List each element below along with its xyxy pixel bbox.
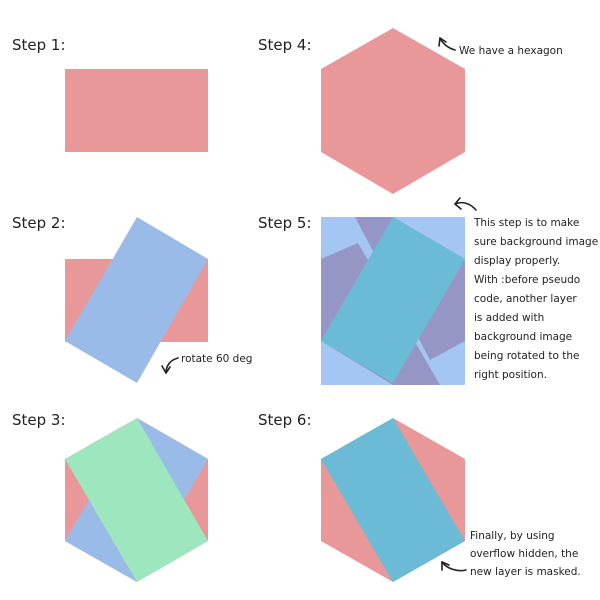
svg-text:is added with: is added with <box>474 312 544 324</box>
step-1-label: Step 1: <box>12 36 66 54</box>
svg-text:overflow hidden, the: overflow hidden, the <box>470 548 578 560</box>
step-5-note-arrow-icon <box>454 201 477 211</box>
hexagon-note: We have a hexagon <box>459 45 563 57</box>
svg-text:right position.: right position. <box>474 369 547 381</box>
svg-text:display properly.: display properly. <box>474 255 560 267</box>
svg-text:being rotated to the: being rotated to the <box>474 350 579 362</box>
step-6-note: Finally, by using overflow hidden, the n… <box>470 530 581 578</box>
step-4-hexagon <box>321 28 465 194</box>
svg-text:code, another layer: code, another layer <box>474 293 577 305</box>
svg-text:Finally, by using: Finally, by using <box>470 530 555 542</box>
step-6-label: Step 6: <box>258 411 312 429</box>
svg-text:With :before pseudo: With :before pseudo <box>474 274 580 286</box>
step-6-note-arrowhead-icon <box>441 561 450 571</box>
step-3-green-layer <box>65 418 208 582</box>
step-2-label: Step 2: <box>12 214 66 232</box>
step-3-label: Step 3: <box>12 411 66 429</box>
rotate-note-arrowhead-icon <box>161 365 171 374</box>
rotate-note-arrow-icon <box>165 357 179 374</box>
step-5-rotated-layer <box>321 217 465 383</box>
step-5-label: Step 5: <box>258 214 312 232</box>
step-1-rectangle <box>65 69 208 152</box>
svg-text:new layer is masked.: new layer is masked. <box>470 566 581 578</box>
step-5-note: This step is to make sure background ima… <box>473 217 598 381</box>
step-2-rotated-rectangle <box>65 217 208 383</box>
step-6-masked-layer <box>321 418 465 582</box>
svg-text:background image: background image <box>474 331 572 343</box>
step-6-note-arrow-icon <box>441 561 467 572</box>
svg-text:sure background image: sure background image <box>474 236 598 248</box>
step-5-note-arrowhead-icon <box>454 197 462 210</box>
hexagon-note-arrowhead-icon <box>438 37 447 47</box>
svg-text:This step is to make: This step is to make <box>473 217 579 229</box>
step-4-label: Step 4: <box>258 36 312 54</box>
rotate-note: rotate 60 deg <box>181 353 252 365</box>
